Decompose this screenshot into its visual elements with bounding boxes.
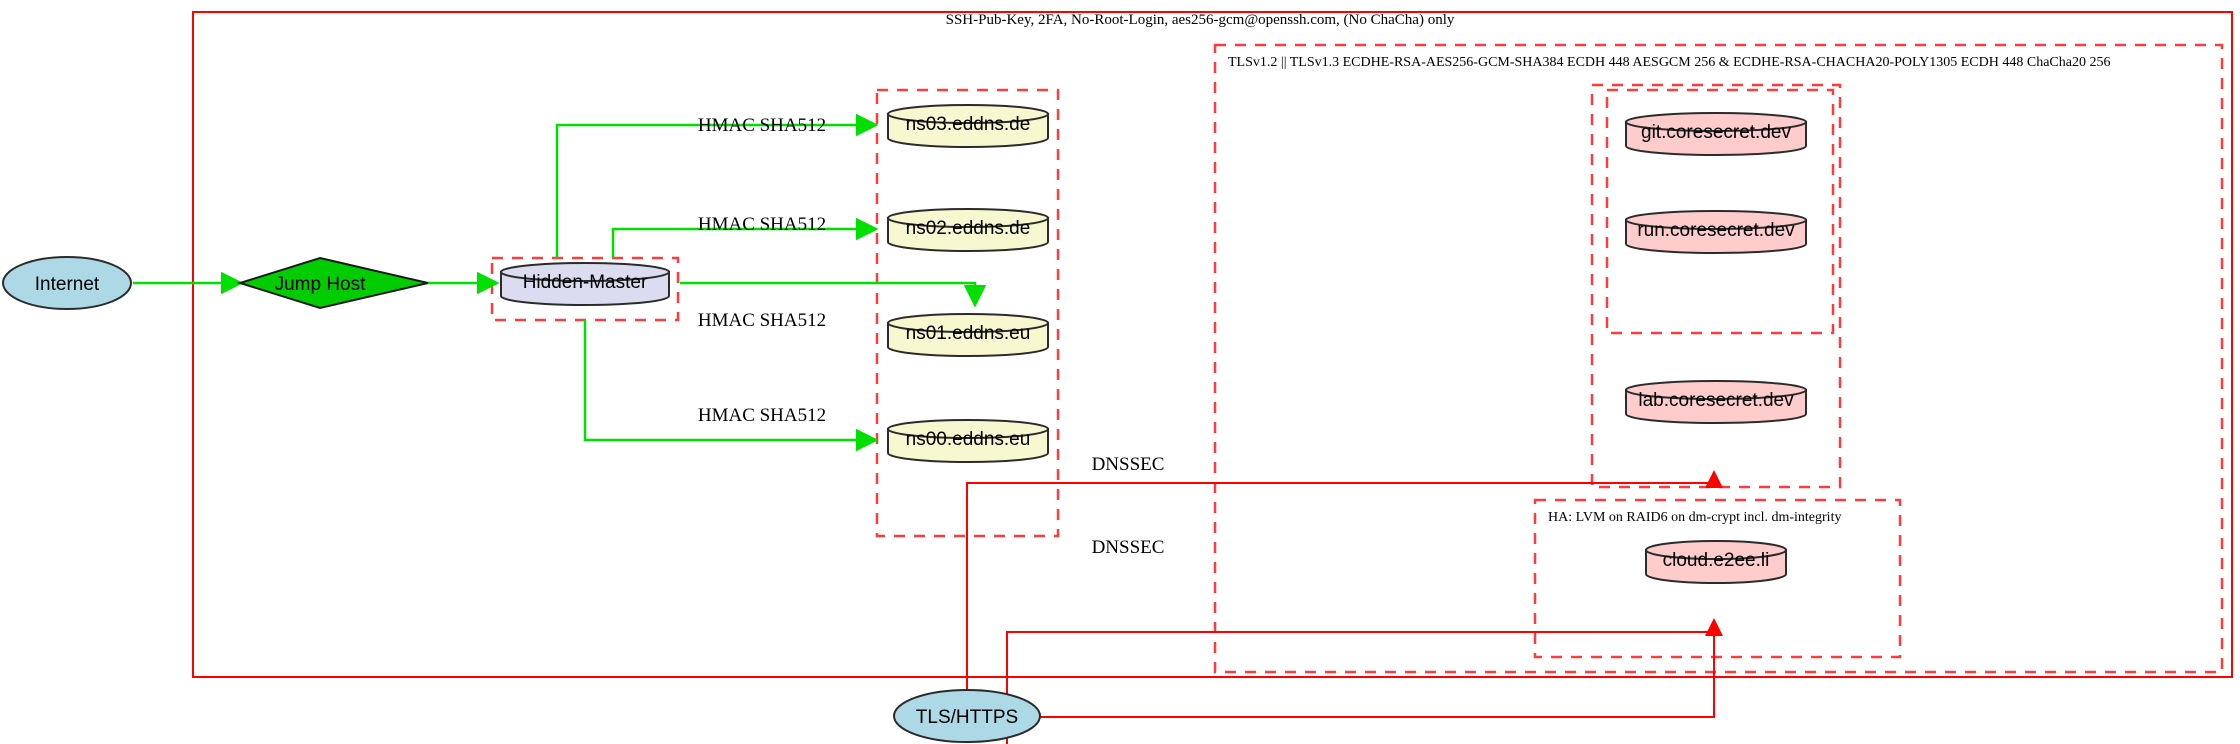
edge-label-hmac-ns01: HMAC SHA512 [698,310,826,331]
node-ns01-label: ns01.eddns.eu [906,323,1031,344]
node-internet-label: Internet [35,274,100,295]
node-ns00-label: ns00.eddns.eu [906,429,1031,450]
cluster-tls-boundary-label: TLSv1.2 || TLSv1.3 ECDHE-RSA-AES256-GCM-… [1228,55,2110,70]
node-ns01[interactable]: ns01.eddns.eu [887,313,1049,357]
node-lab-coresecret-label: lab.coresecret.dev [1638,390,1794,411]
cluster-coresecret-outer-boundary [1590,83,1842,489]
node-jump-host[interactable]: Jump Host [236,256,429,310]
cluster-ssh-boundary [192,11,2233,678]
edge-label-hmac-ns02: HMAC SHA512 [698,214,826,235]
edge-hidden-master-to-ns01 [680,281,987,308]
node-lab-coresecret[interactable]: lab.coresecret.dev [1625,380,1807,424]
node-ns00[interactable]: ns00.eddns.eu [887,419,1049,463]
node-git-coresecret-label: git.coresecret.dev [1641,122,1791,143]
node-ns02[interactable]: ns02.eddns.de [887,208,1049,252]
node-jump-host-label: Jump Host [275,274,367,295]
node-run-coresecret[interactable]: run.coresecret.dev [1625,210,1807,254]
node-cloud-e2ee-label: cloud.e2ee.li [1663,550,1770,571]
edge-label-dnssec-lower: DNSSEC [1092,537,1165,558]
node-ns02-label: ns02.eddns.de [906,218,1031,239]
edge-hidden-master-to-ns00 [583,320,879,452]
edge-label-hmac-ns03: HMAC SHA512 [698,115,826,136]
node-ns03-label: ns03.eddns.de [906,114,1031,135]
node-run-coresecret-label: run.coresecret.dev [1637,220,1795,241]
edge-tls-to-coresecret [966,470,1723,683]
node-tls-https-label: TLS/HTTPS [916,707,1018,728]
edge-hidden-master-to-ns02 [611,217,879,258]
cluster-dns-boundary [875,88,1060,538]
cluster-ha-boundary [1533,498,1902,659]
cluster-coresecret-inner-boundary [1605,88,1835,335]
node-hidden-master-label: Hidden-Master [523,272,648,293]
edge-label-hmac-ns00: HMAC SHA512 [698,405,826,426]
node-tls-https[interactable]: TLS/HTTPS [893,689,1041,743]
node-cloud-e2ee[interactable]: cloud.e2ee.li [1645,540,1787,584]
node-ns03[interactable]: ns03.eddns.de [887,104,1049,148]
cluster-ha-boundary-label: HA: LVM on RAID6 on dm-crypt incl. dm-in… [1548,510,1841,525]
node-internet[interactable]: Internet [2,256,132,310]
node-hidden-master[interactable]: Hidden-Master [500,262,670,306]
edge-tls-https-right-connector [1040,632,1715,718]
edge-tls-to-coresecret-upper [1006,618,1723,744]
cluster-ssh-boundary-label: SSH-Pub-Key, 2FA, No-Root-Login, aes256-… [946,12,1455,28]
node-git-coresecret[interactable]: git.coresecret.dev [1625,112,1807,156]
edge-label-dnssec-upper: DNSSEC [1092,454,1165,475]
edge-hidden-master-to-ns03 [555,113,879,258]
cluster-tls-boundary [1213,43,2224,674]
